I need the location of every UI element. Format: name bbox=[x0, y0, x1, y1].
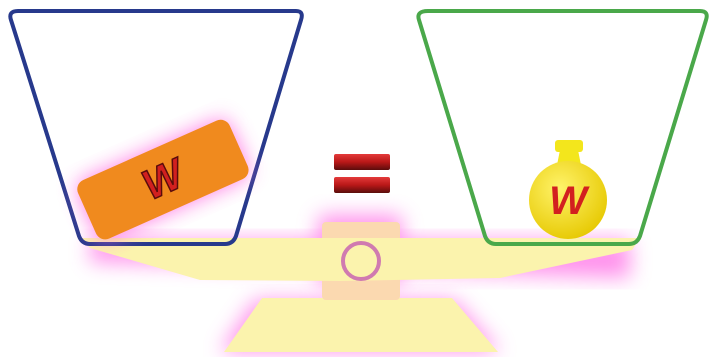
scale-base bbox=[224, 298, 498, 352]
right-weight-label: W bbox=[549, 179, 590, 223]
equals-sign bbox=[334, 154, 390, 193]
right-weight-flask[interactable]: W bbox=[529, 140, 607, 239]
left-weight-block[interactable]: W bbox=[74, 117, 252, 243]
